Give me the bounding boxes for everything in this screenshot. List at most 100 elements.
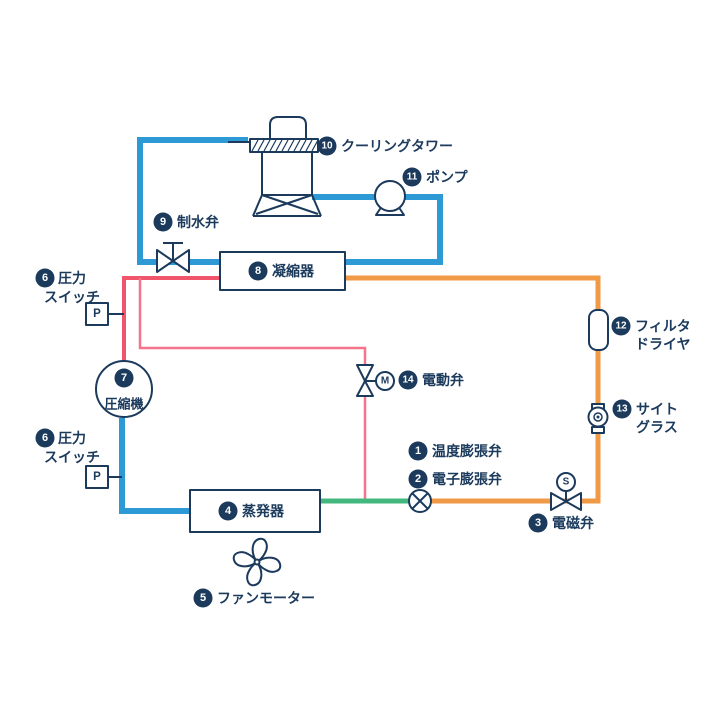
sight-glass-label-2: グラス xyxy=(636,419,678,435)
fan-hub xyxy=(253,558,261,566)
cooling-tower-hatch xyxy=(251,139,319,152)
compressor-label: 圧縮機 xyxy=(104,397,143,412)
filter-dryer-number: 12 xyxy=(615,321,627,332)
pump: 11 ポンプ xyxy=(374,167,469,216)
evaporator-badge xyxy=(218,501,238,521)
condenser-number: 8 xyxy=(255,265,261,277)
condenser: 8 凝縮器 xyxy=(219,251,346,291)
compressor-body xyxy=(95,360,153,418)
solenoid-actuator-icon xyxy=(556,472,576,492)
sight-glass-flange-bottom xyxy=(591,426,605,434)
sight-glass: 13 サイト グラス xyxy=(587,399,678,435)
solenoid-badge xyxy=(528,513,548,533)
motor-actuator-icon xyxy=(375,371,395,391)
pump-to-condenser-pipe xyxy=(344,194,443,265)
filter-dryer-badge xyxy=(611,316,631,336)
solenoid-letter: S xyxy=(563,477,570,488)
cooling-tower-fill-band xyxy=(249,138,319,153)
cooling-tower-legs xyxy=(252,194,322,217)
filter-dryer-label-2: ドライヤ xyxy=(635,336,691,352)
pressure-switch-low-box xyxy=(85,465,109,489)
water-valve-label: 制水弁 xyxy=(177,214,219,230)
discharge-pipe xyxy=(122,276,221,362)
pump-label: ポンプ xyxy=(426,169,469,185)
condenser-box xyxy=(219,251,346,291)
compressor-badge xyxy=(114,368,134,388)
sight-glass-number: 13 xyxy=(616,404,628,415)
pressure-switch-low-label-1: 圧力 xyxy=(58,430,86,446)
compressor-number: 7 xyxy=(121,372,127,384)
fan-blade xyxy=(251,537,268,563)
pump-number: 11 xyxy=(407,172,418,183)
pressure-switch-high-number: 6 xyxy=(42,272,48,284)
filter-dryer: 12 フィルタ ドライヤ xyxy=(588,309,691,352)
temp-expansion-label: 温度膨張弁 xyxy=(432,443,502,459)
pressure-switch-high-letter: P xyxy=(93,308,101,320)
solenoid-valve: S 3 電磁弁 xyxy=(528,472,594,533)
suction-pipe xyxy=(119,418,191,514)
fan-motor-badge xyxy=(193,588,213,608)
compressor: 7 圧縮機 xyxy=(95,360,153,418)
water-valve-number: 9 xyxy=(160,216,166,228)
pressure-switch-high-label-2: スイッチ xyxy=(44,289,100,305)
fan-motor: 5 ファンモーター xyxy=(193,537,315,608)
temp-expansion-badge xyxy=(408,441,428,461)
pressure-switch-low-number: 6 xyxy=(42,432,48,444)
fan-motor-number: 5 xyxy=(200,592,206,604)
water-valve-bowtie-right xyxy=(172,249,190,273)
water-valve-stem xyxy=(163,242,183,261)
solenoid-bowtie-right xyxy=(565,492,582,511)
pressure-switch-high: P 6 圧力 スイッチ xyxy=(35,268,124,326)
motorized-valve-badge xyxy=(398,370,418,390)
pressure-switch-high-label-1: 圧力 xyxy=(58,270,86,286)
cooling-tower-dome xyxy=(269,116,307,141)
filter-dryer-capsule xyxy=(588,309,609,351)
pump-body xyxy=(374,180,406,212)
evaporator: 4 蒸発器 xyxy=(189,489,321,533)
water-valve-bowtie-left xyxy=(156,249,174,273)
pressure-switch-low-badge xyxy=(35,428,55,448)
cooling-water-supply-pipe xyxy=(137,137,248,265)
filter-dryer-label-1: フィルタ xyxy=(635,318,691,334)
cooling-tower-number: 10 xyxy=(321,141,333,152)
motorized-valve-bowtie-top xyxy=(356,364,374,382)
sight-glass-badge xyxy=(612,399,632,419)
solenoid-label: 電磁弁 xyxy=(552,515,594,531)
water-regulating-valve: 9 制水弁 xyxy=(153,212,219,273)
liquid-line-pipe xyxy=(344,275,601,504)
motorized-valve: M 14 電動弁 xyxy=(356,364,464,397)
cooling-tower-badge xyxy=(317,136,337,156)
pressure-switch-high-box xyxy=(85,302,109,326)
pipes xyxy=(119,137,601,514)
condenser-label: 凝縮器 xyxy=(272,263,315,279)
expansion-valve: 1 温度膨張弁 2 電子膨張弁 xyxy=(408,441,502,513)
pressure-switch-high-badge xyxy=(35,268,55,288)
evaporator-box xyxy=(189,489,321,533)
condenser-badge xyxy=(248,261,268,281)
cooling-tower: 10 クーリングタワー xyxy=(228,116,453,217)
pressure-switch-low-letter: P xyxy=(93,471,101,483)
cooling-tower-label: クーリングタワー xyxy=(341,138,453,154)
sight-glass-label-1: サイト xyxy=(636,401,678,417)
sight-glass-dot xyxy=(596,415,600,419)
expansion-valve-cross xyxy=(411,492,429,510)
temp-expansion-number: 1 xyxy=(415,445,421,457)
electronic-expansion-badge xyxy=(408,469,428,489)
evaporator-label: 蒸発器 xyxy=(242,503,285,519)
pump-badge xyxy=(402,167,422,187)
electronic-expansion-label: 電子膨張弁 xyxy=(432,471,502,487)
pressure-switch-low: P 6 圧力 スイッチ xyxy=(35,428,122,489)
motorized-valve-number: 14 xyxy=(402,375,414,386)
water-valve-badge xyxy=(153,212,173,232)
pressure-switch-low-label-2: スイッチ xyxy=(44,449,100,465)
motorized-valve-bowtie-bottom xyxy=(356,380,374,397)
motorized-valve-label: 電動弁 xyxy=(422,372,464,388)
cooling-tower-body xyxy=(261,151,313,196)
hot-gas-bypass-pipe xyxy=(138,278,367,501)
electronic-expansion-number: 2 xyxy=(415,473,421,485)
solenoid-bowtie-left xyxy=(550,492,567,511)
motorized-valve-letter: M xyxy=(381,376,389,387)
fan-motor-label: ファンモーター xyxy=(217,590,315,606)
